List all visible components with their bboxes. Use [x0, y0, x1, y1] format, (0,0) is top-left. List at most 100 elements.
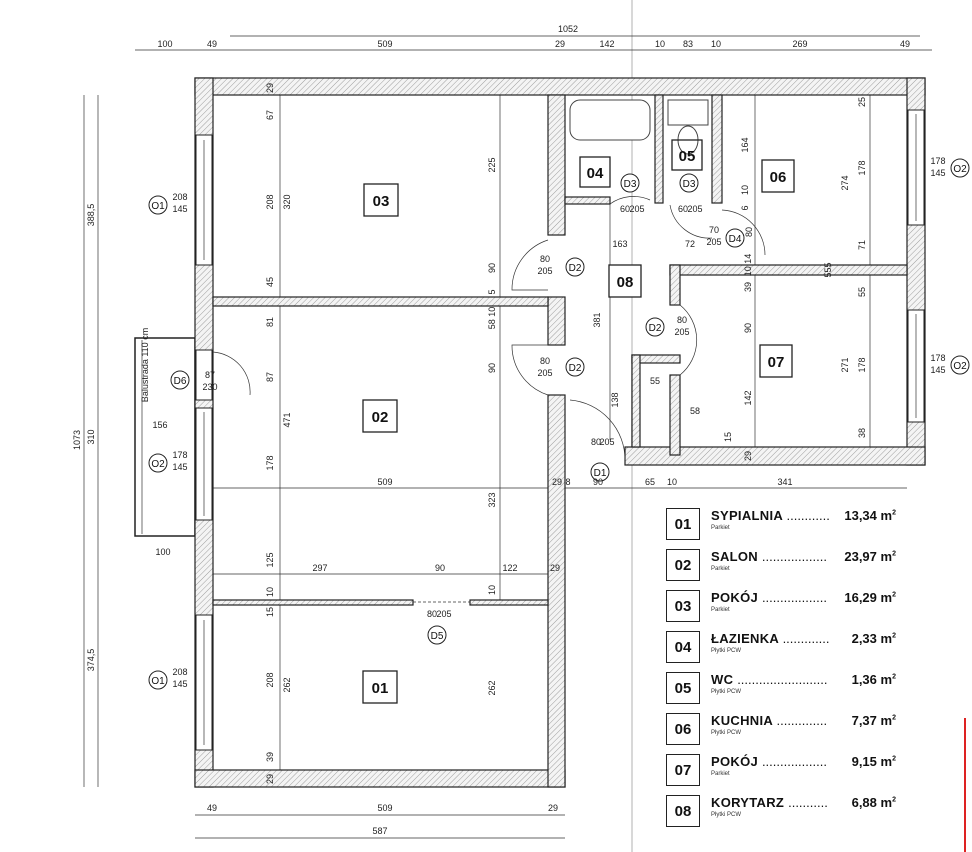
- legend-room-area: 23,97 m2: [711, 549, 896, 564]
- dim-text: 271: [840, 357, 850, 372]
- dim-text: 15: [265, 607, 275, 617]
- area-unit: m: [880, 795, 893, 810]
- room-name: WC: [711, 672, 734, 687]
- dim-text: 374,5: [86, 649, 96, 672]
- legend-room-area: 9,15 m2: [711, 754, 896, 769]
- dim-text: 142: [599, 39, 614, 49]
- door-tag-d2: D2: [569, 363, 582, 374]
- dim-text: 142: [743, 390, 753, 405]
- dim-text: 164: [740, 137, 750, 152]
- door-tag-d2: D2: [569, 263, 582, 274]
- dim-text: 178: [857, 160, 867, 175]
- window-tag-o2: O2: [953, 164, 967, 175]
- room-name: KORYTARZ: [711, 795, 785, 810]
- opening-height: 205: [706, 237, 721, 247]
- window-tag-o1: O1: [151, 201, 165, 212]
- dim-text: 509: [377, 39, 392, 49]
- dim-text: 45: [265, 277, 275, 287]
- area-value: 9,15: [851, 754, 877, 769]
- opening-height: 145: [930, 365, 945, 375]
- area-unit-exponent: 2: [892, 591, 896, 599]
- area-unit-exponent: 2: [892, 755, 896, 763]
- dim-text: 29: [555, 39, 565, 49]
- dim-text: 138: [610, 392, 620, 407]
- opening-width: 178: [930, 156, 945, 166]
- dim-text: 10: [740, 185, 750, 195]
- dim-text: 71: [857, 240, 867, 250]
- legend-room-number: 07: [666, 754, 700, 786]
- opening-width: 80: [427, 609, 437, 619]
- opening-height: 205: [599, 437, 614, 447]
- dim-text: 90: [487, 263, 497, 273]
- room-name: POKÓJ: [711, 754, 759, 769]
- legend-room-number: 01: [666, 508, 700, 540]
- dim-text: 178: [857, 357, 867, 372]
- legend-floor-type: Parkiet: [711, 771, 730, 777]
- legend-room-number: 06: [666, 713, 700, 745]
- area-value: 2,33: [851, 631, 877, 646]
- dim-text: 6: [740, 205, 750, 210]
- opening-height: 205: [436, 609, 451, 619]
- dim-text: 8: [565, 477, 570, 487]
- dim-text: 72: [685, 239, 695, 249]
- dim-text: 208: [265, 672, 275, 687]
- room-labels: 03 02 01 04 05 06 07 08: [362, 139, 795, 704]
- area-unit: m: [880, 672, 893, 687]
- dim-text: 65: [645, 477, 655, 487]
- area-unit: m: [880, 631, 893, 646]
- opening-width: 70: [709, 225, 719, 235]
- opening-width: 80: [540, 254, 550, 264]
- opening-width: 60: [620, 204, 630, 214]
- dim-text: 262: [282, 677, 292, 692]
- opening-height: 205: [537, 266, 552, 276]
- dim-text: 58: [690, 406, 700, 416]
- legend-floor-type: Parkiet: [711, 525, 730, 531]
- bathtub: [569, 99, 651, 141]
- dim-text: 10 14: [743, 254, 753, 277]
- area-unit: m: [880, 754, 893, 769]
- window-tag-o2: O2: [953, 361, 967, 372]
- legend-room-number: 08: [666, 795, 700, 827]
- dim-text: 83: [683, 39, 693, 49]
- dim-text: 39: [743, 282, 753, 292]
- dim-text: 1052: [558, 24, 578, 34]
- dim-text: 587: [372, 826, 387, 836]
- dim-text: 178: [265, 455, 275, 470]
- legend-room-number: 04: [666, 631, 700, 663]
- dim-text: 55: [857, 287, 867, 297]
- room-name: SYPIALNIA: [711, 508, 783, 523]
- room-label-06: 06: [770, 169, 787, 186]
- area-value: 6,88: [851, 795, 877, 810]
- opening-width: 178: [930, 353, 945, 363]
- dim-text: 310: [86, 429, 96, 444]
- dim-text: 323: [487, 492, 497, 507]
- opening-width: 80: [540, 356, 550, 366]
- legend-room-area: 2,33 m2: [711, 631, 896, 646]
- legend-room-name: WC .........................: [711, 672, 828, 687]
- dim-text: 297: [312, 563, 327, 573]
- area-unit: m: [880, 508, 893, 523]
- dim-text: 49: [207, 803, 217, 813]
- balustrade-note: Balustrada 110 cm: [140, 328, 150, 402]
- legend-room-name: KORYTARZ ...........: [711, 795, 828, 810]
- dim-text: 81: [265, 317, 275, 327]
- dim-text: 29: [550, 563, 560, 573]
- legend-room-area: 7,37 m2: [711, 713, 896, 728]
- opening-width: 208: [172, 667, 187, 677]
- edge-mark: [964, 718, 972, 852]
- dim-text: 29: [265, 774, 275, 784]
- dim-text: 29: [743, 451, 753, 461]
- legend-room-name: ŁAZIENKA .............: [711, 631, 830, 646]
- opening-width: 80: [677, 315, 687, 325]
- dim-text: 55: [650, 376, 660, 386]
- area-value: 7,37: [851, 713, 877, 728]
- room-label-08: 08: [617, 274, 634, 291]
- area-value: 1,36: [851, 672, 877, 687]
- opening-width: 87: [205, 370, 215, 380]
- dim-text: 274: [840, 175, 850, 190]
- opening-height: 145: [172, 204, 187, 214]
